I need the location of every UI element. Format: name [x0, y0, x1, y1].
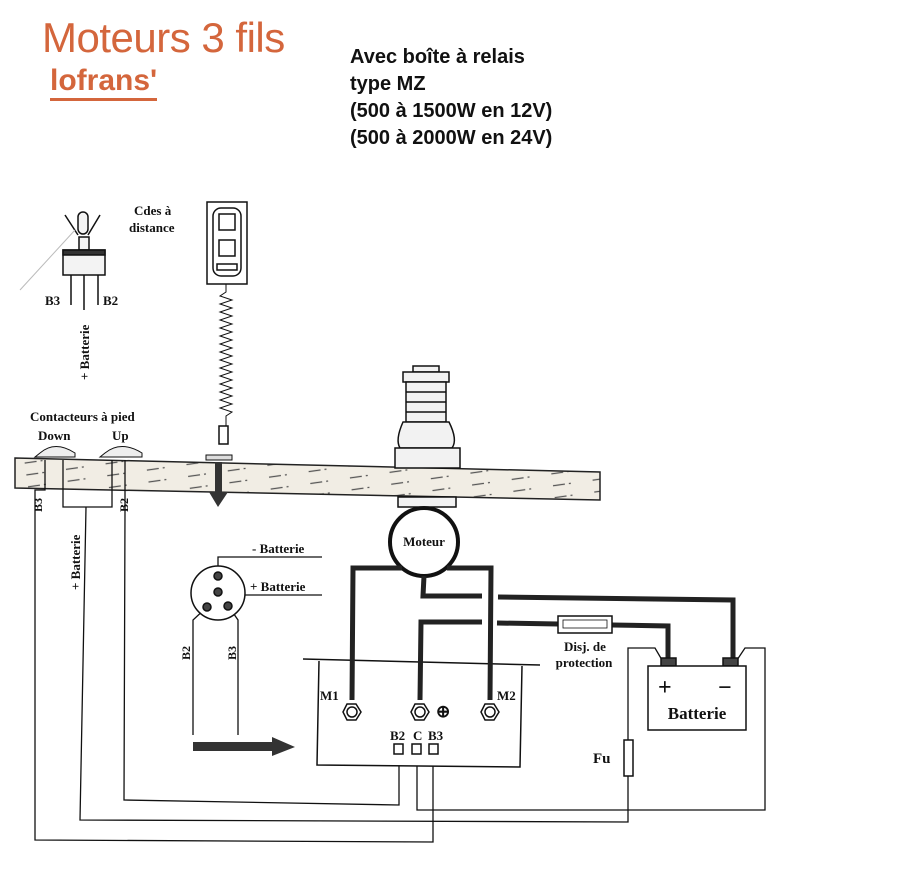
remote-label-2: distance	[129, 220, 175, 235]
relay-b2-label: B2	[390, 728, 405, 743]
fuse-label: Fu	[593, 751, 611, 767]
battery-minus-label: −	[718, 675, 732, 701]
motor-label: Moteur	[403, 534, 445, 549]
wire-b3-label: B3	[31, 498, 45, 512]
foot-switch-down-label: Down	[38, 428, 71, 443]
spec-text: Avec boîte à relais type MZ (500 à 1500W…	[350, 44, 552, 152]
connector-b2-label: B2	[179, 646, 193, 660]
circuit-breaker-icon	[557, 615, 613, 634]
remote-control-icon	[206, 201, 248, 445]
relay-m1-label: M1	[320, 688, 339, 703]
relay-c-label: C	[413, 728, 422, 743]
arrow-right-icon	[193, 737, 295, 756]
foot-switch-up-icon[interactable]	[98, 446, 143, 458]
control-wires	[34, 460, 766, 843]
relay-b3-label: B3	[428, 728, 444, 743]
page-title: Moteurs 3 fils	[42, 14, 285, 61]
toggle-b3-label: B3	[45, 293, 61, 308]
fuse-icon	[623, 739, 634, 777]
connector-plus-label: + Batterie	[250, 579, 306, 594]
connector-minus-label: - Batterie	[252, 541, 305, 556]
toggle-battery-label: + Batterie	[77, 324, 92, 380]
connector-plug-icon	[190, 565, 246, 621]
remote-label-1: Cdes à	[134, 203, 172, 218]
battery-label: Batterie	[668, 704, 727, 723]
relay-m2-label: M2	[497, 688, 516, 703]
arrow-down-icon	[209, 462, 228, 507]
foot-switch-up-label: Up	[112, 428, 129, 443]
deck	[14, 457, 601, 501]
toggle-switch-icon	[62, 211, 106, 310]
relay-plus-label: ⊕	[436, 702, 450, 721]
spec-line: (500 à 1500W en 12V)	[350, 100, 553, 122]
toggle-b2-label: B2	[103, 293, 118, 308]
breaker-label-1: Disj. de	[564, 639, 606, 654]
foot-switch-down-icon[interactable]	[33, 446, 76, 458]
connector-b3-label: B3	[225, 646, 239, 660]
wire-b2-label: B2	[117, 498, 131, 512]
wire-battery-label: + Batterie	[68, 534, 83, 590]
brand-logo: lofrans'	[50, 66, 158, 101]
battery-icon	[647, 657, 747, 731]
spec-line: (500 à 2000W en 24V)	[350, 127, 553, 149]
spec-line: type MZ	[350, 73, 426, 95]
spec-line: Avec boîte à relais	[350, 46, 525, 68]
relay-studs	[342, 703, 500, 755]
foot-switch-title: Contacteurs à pied	[30, 409, 135, 424]
power-wires	[349, 565, 736, 701]
battery-plus-label: +	[658, 675, 672, 701]
breaker-label-2: protection	[556, 655, 614, 670]
windlass-icon	[394, 365, 461, 508]
